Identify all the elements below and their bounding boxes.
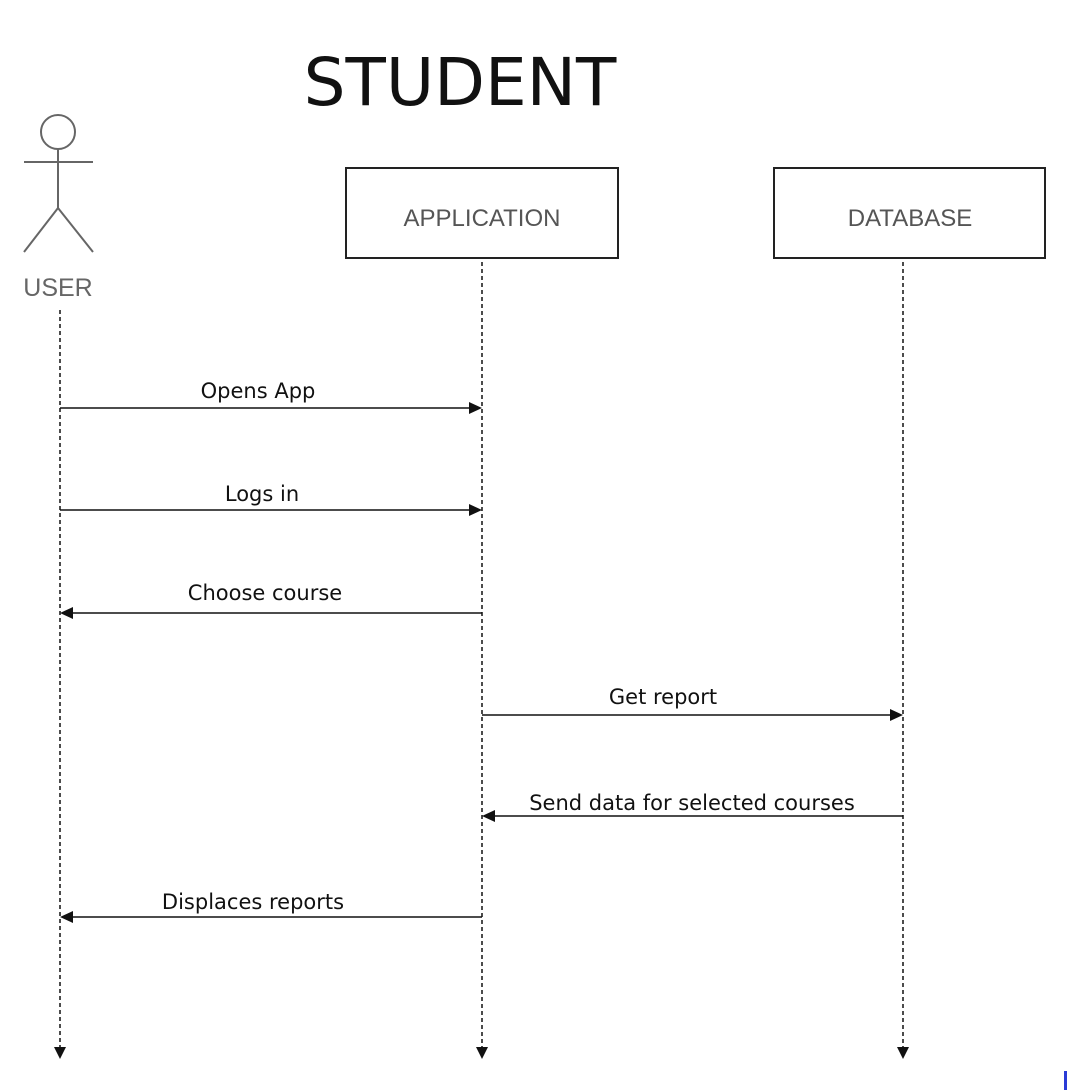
arrowhead-right-icon [469, 504, 482, 516]
actor-label-user: USER [23, 274, 92, 302]
corner-mark [1064, 1071, 1067, 1090]
message-get-report: Get report [482, 685, 903, 721]
message-label: Displaces reports [162, 890, 344, 914]
message-logs-in: Logs in [60, 482, 482, 516]
message-send-data: Send data for selected courses [482, 791, 903, 822]
message-opens-app: Opens App [60, 379, 482, 414]
message-label: Send data for selected courses [529, 791, 855, 815]
stick-figure-icon [23, 114, 94, 253]
diagram-title: STUDENT [304, 44, 617, 121]
lifeline-end-arrow-application [476, 1047, 488, 1059]
message-label: Choose course [188, 581, 342, 605]
message-label: Logs in [225, 482, 299, 506]
arrowhead-right-icon [890, 709, 903, 721]
message-displaces-reports: Displaces reports [60, 890, 482, 923]
arrowhead-left-icon [482, 810, 495, 822]
participant-box-application [345, 167, 619, 259]
message-choose-course: Choose course [60, 581, 482, 619]
participant-box-database [773, 167, 1046, 259]
lifeline-end-arrow-database [897, 1047, 909, 1059]
arrowhead-left-icon [60, 607, 73, 619]
message-label: Get report [609, 685, 717, 709]
arrowhead-right-icon [469, 402, 482, 414]
message-label: Opens App [201, 379, 316, 403]
participant-label-application: APPLICATION [404, 205, 561, 232]
lifeline-end-arrow-user [54, 1047, 66, 1059]
arrowhead-left-icon [60, 911, 73, 923]
participant-label-database: DATABASE [848, 205, 972, 232]
